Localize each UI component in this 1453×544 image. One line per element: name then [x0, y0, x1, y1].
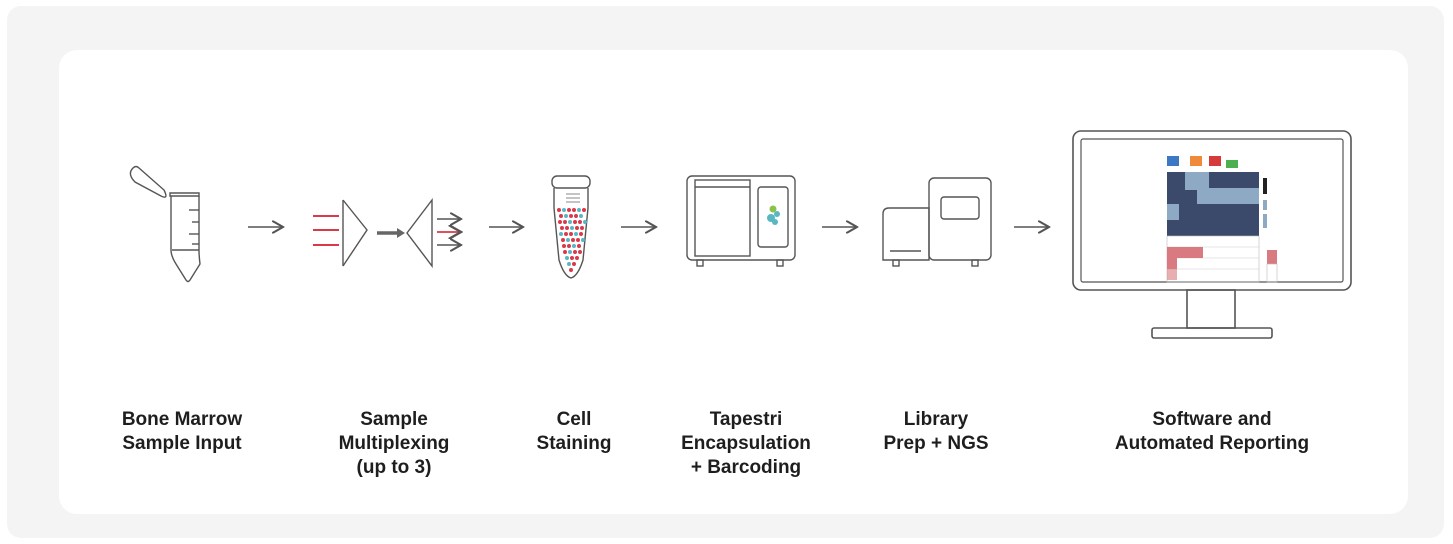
staining-dot: [580, 226, 584, 230]
step-label-reporting: Software and Automated Reporting: [1114, 409, 1310, 454]
staining-dot: [572, 244, 576, 248]
staining-dot: [564, 214, 568, 218]
staining-dot: [567, 244, 571, 248]
staining-dot: [577, 244, 581, 248]
staining-dot: [573, 250, 577, 254]
workflow-illustration: [129, 130, 1352, 339]
staining-dot: [574, 232, 578, 236]
step-label-bone-marrow: Bone Marrow Sample Input: [121, 409, 243, 454]
step-label-library: Library Prep + NGS: [883, 409, 989, 454]
staining-dot: [581, 238, 585, 242]
staining-dot: [575, 256, 579, 260]
monitor-report-icon: [1072, 130, 1352, 339]
staining-dot: [559, 232, 563, 236]
staining-dot: [560, 226, 564, 230]
staining-dot: [578, 220, 582, 224]
staining-dot: [570, 226, 574, 230]
staining-dot: [561, 238, 565, 242]
staining-dot: [566, 238, 570, 242]
staining-dot: [558, 220, 562, 224]
staining-dot: [559, 214, 563, 218]
staining-dot: [565, 256, 569, 260]
staining-dot: [570, 256, 574, 260]
workflow-card: Bone Marrow Sample Input Sample Multiple…: [59, 50, 1408, 514]
sequencer-icon: [882, 177, 992, 267]
staining-dot: [568, 250, 572, 254]
step-label-staining: Cell Staining: [536, 409, 612, 454]
staining-dot: [576, 238, 580, 242]
staining-dot: [568, 220, 572, 224]
staining-dot: [569, 214, 573, 218]
staining-tube-icon: [551, 175, 591, 279]
staining-dot: [574, 214, 578, 218]
staining-dot: [562, 208, 566, 212]
staining-dot: [573, 220, 577, 224]
staining-dot: [582, 208, 586, 212]
multiplexing-icon: [313, 197, 461, 269]
staining-dot: [563, 220, 567, 224]
sample-tube-icon: [129, 165, 201, 283]
diagram-background: Bone Marrow Sample Input Sample Multiple…: [7, 6, 1444, 538]
staining-dot: [572, 208, 576, 212]
step-label-encapsulation: Tapestri Encapsulation + Barcoding: [681, 409, 811, 478]
staining-dot: [562, 244, 566, 248]
staining-dot: [577, 208, 581, 212]
staining-dot: [583, 220, 587, 224]
staining-dot: [579, 214, 583, 218]
staining-dot: [578, 250, 582, 254]
staining-dot: [567, 208, 571, 212]
staining-dot: [567, 262, 571, 266]
staining-dot: [572, 262, 576, 266]
tapestri-instrument-icon: [686, 175, 796, 267]
step-label-multiplexing: Sample Multiplexing (up to 3): [338, 409, 450, 478]
staining-dot: [569, 268, 573, 272]
staining-dot: [564, 232, 568, 236]
staining-dot: [565, 226, 569, 230]
staining-dot: [571, 238, 575, 242]
staining-dot: [563, 250, 567, 254]
staining-dot: [557, 208, 561, 212]
staining-dot: [575, 226, 579, 230]
staining-dot: [579, 232, 583, 236]
staining-dot: [569, 232, 573, 236]
